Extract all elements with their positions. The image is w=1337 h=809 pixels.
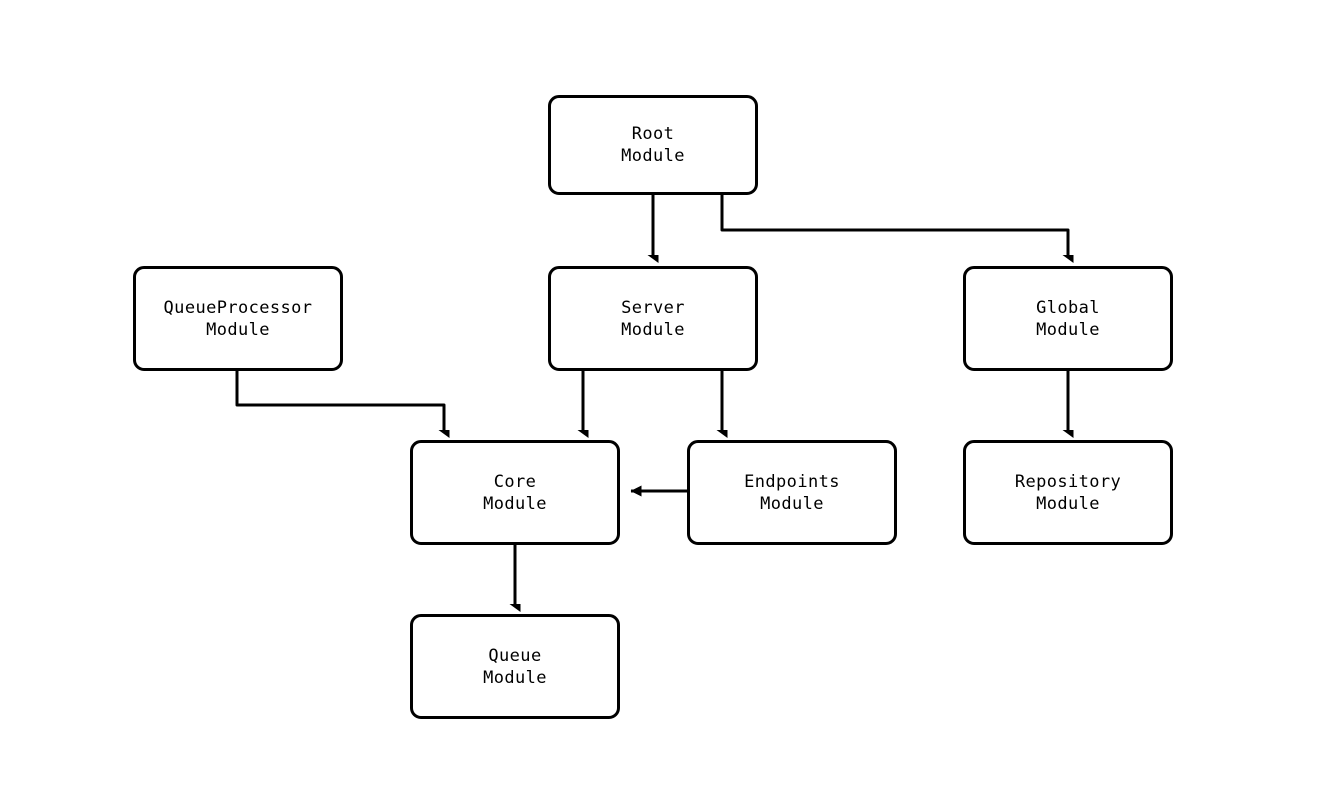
edge-queueprocessor-to-core (235, 371, 444, 430)
node-queue-module[interactable]: Queue Module (410, 614, 620, 719)
node-queue-module-label: Queue Module (483, 645, 547, 688)
node-global-module-label: Global Module (1036, 297, 1100, 340)
node-core-module-label: Core Module (483, 471, 547, 514)
node-queueprocessor-module[interactable]: QueueProcessor Module (133, 266, 343, 371)
node-repository-module[interactable]: Repository Module (963, 440, 1173, 545)
node-root-module-label: Root Module (621, 124, 685, 166)
node-root-module[interactable]: Root Module (548, 95, 758, 195)
edge-group (235, 195, 1068, 604)
node-endpoints-module[interactable]: Endpoints Module (687, 440, 897, 545)
node-server-module[interactable]: Server Module (548, 266, 758, 371)
edge-root-to-global (720, 195, 1068, 255)
node-core-module[interactable]: Core Module (410, 440, 620, 545)
node-global-module[interactable]: Global Module (963, 266, 1173, 371)
node-repository-module-label: Repository Module (1014, 471, 1122, 514)
node-server-module-label: Server Module (621, 297, 685, 340)
node-endpoints-module-label: Endpoints Module (744, 471, 840, 514)
node-queueprocessor-module-label: QueueProcessor Module (163, 297, 313, 340)
